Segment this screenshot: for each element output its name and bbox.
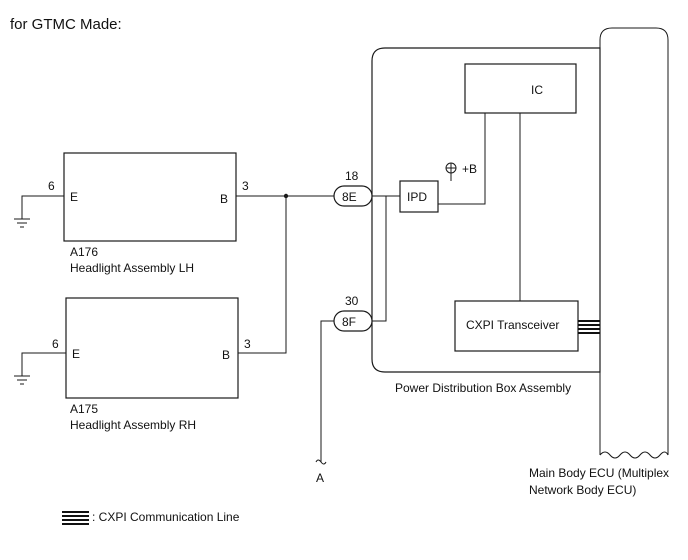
- connector-8e-label: 8E: [342, 190, 357, 204]
- lh-pin-e-num: 6: [48, 179, 55, 193]
- rh-name: Headlight Assembly RH: [70, 418, 196, 432]
- ecu-name-line1: Main Body ECU (Multiplex: [529, 466, 669, 480]
- ipd-label: IPD: [407, 190, 427, 204]
- connector-8f-pin: 30: [345, 294, 359, 308]
- terminal-a-label: A: [316, 471, 324, 485]
- connector-8f-label: 8F: [342, 315, 356, 329]
- legend-cxpi-line-icon: [62, 511, 89, 525]
- rh-pin-e-num: 6: [52, 337, 59, 351]
- ground-icon-rh: [14, 375, 30, 385]
- lh-pin-b-num: 3: [242, 179, 249, 193]
- rh-pin-b-label: B: [222, 348, 230, 362]
- rh-code: A175: [70, 402, 98, 416]
- rh-pin-b-num: 3: [244, 337, 251, 351]
- headlight-lh-box: [63, 152, 237, 242]
- power-distribution-box: [371, 47, 601, 373]
- headlight-rh-box: [65, 297, 239, 399]
- page-heading: for GTMC Made:: [10, 16, 122, 33]
- rh-pin-e-label: E: [72, 347, 80, 361]
- ipd-block: [399, 180, 439, 213]
- lh-name: Headlight Assembly LH: [70, 261, 194, 275]
- lh-code: A176: [70, 245, 98, 259]
- lh-pin-b-label: B: [220, 192, 228, 206]
- pdb-name: Power Distribution Box Assembly: [395, 381, 571, 395]
- cxpi-transceiver: [454, 300, 579, 352]
- lh-pin-e-label: E: [70, 190, 78, 204]
- ground-icon-lh: [14, 218, 30, 228]
- cxpi-label: CXPI Transceiver: [466, 318, 559, 332]
- ic-block: [464, 63, 577, 114]
- legend-text: : CXPI Communication Line: [92, 510, 240, 524]
- connector-8e-pin: 18: [345, 169, 359, 183]
- cxpi-bus-line: [578, 320, 600, 334]
- ic-label: IC: [531, 83, 543, 97]
- ecu-name-line2: Network Body ECU): [529, 483, 636, 497]
- plus-b-label: +B: [462, 162, 477, 176]
- main-body-ecu: [599, 27, 669, 459]
